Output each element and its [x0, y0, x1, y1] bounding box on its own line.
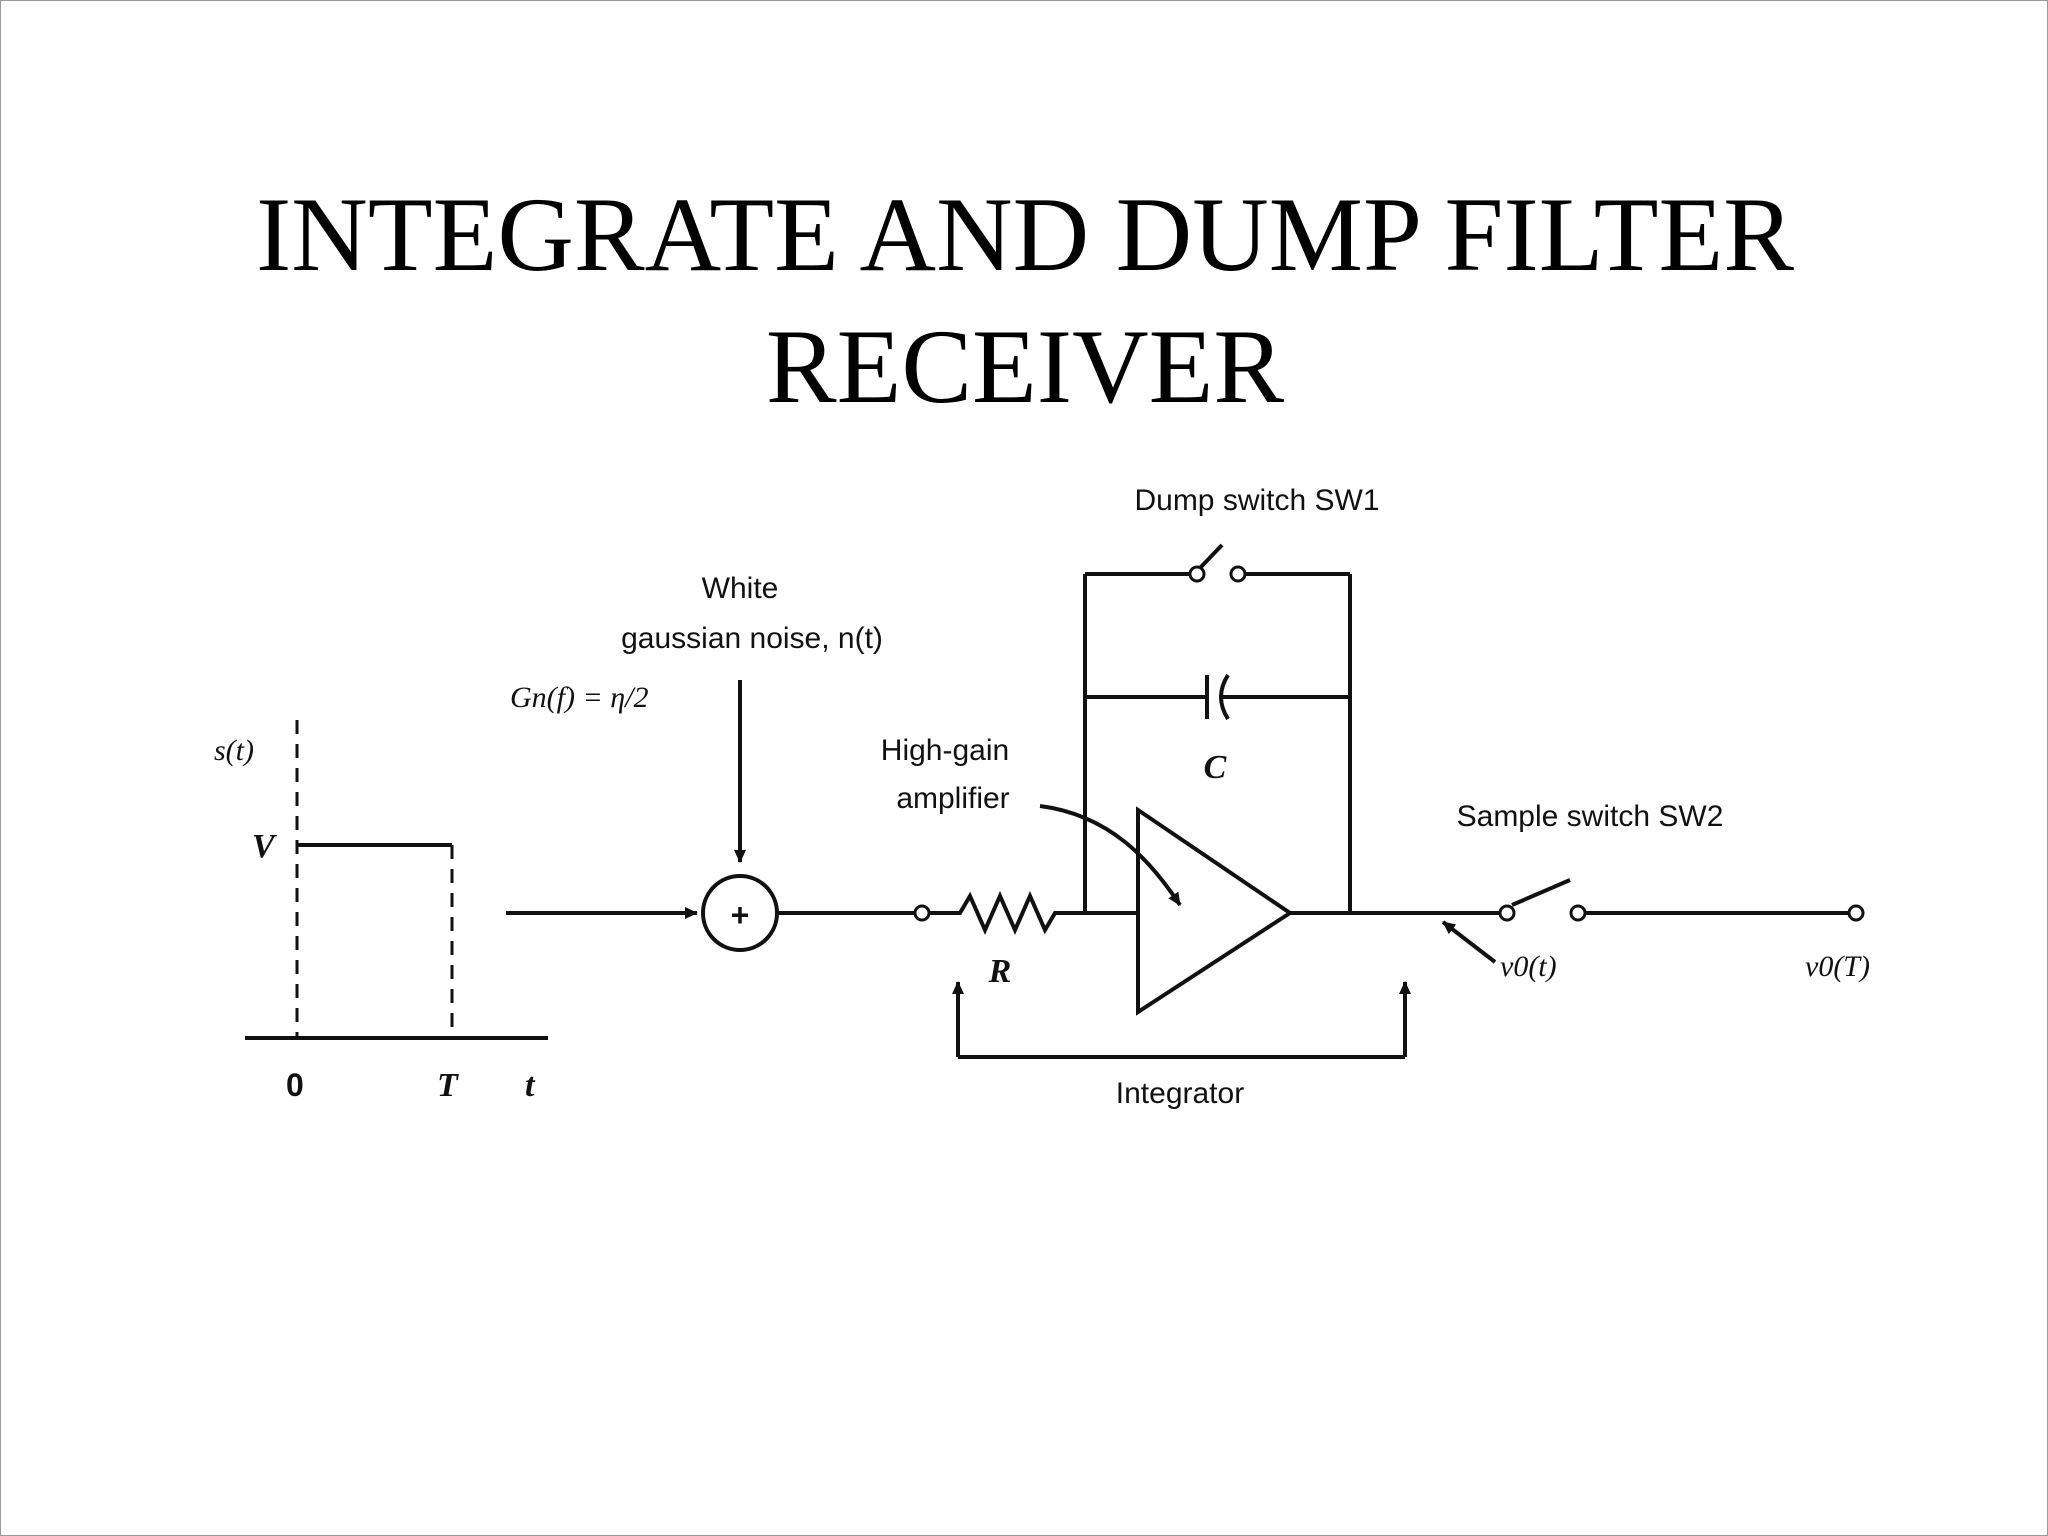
period-label: T: [437, 1067, 459, 1104]
vo-t-pointer-arrow: [1441, 920, 1497, 964]
dump-switch: Dump switch SW1: [1085, 484, 1380, 583]
input-pulse-graph: s(t) V 0 T t: [214, 720, 548, 1104]
dump-switch-label: Dump switch SW1: [1134, 484, 1379, 517]
noise-label-line2: gaussian noise, n(t): [621, 622, 883, 655]
dump-terminal-left: [1188, 565, 1206, 583]
output-terminal: [1847, 904, 1865, 922]
signal-level-label: V: [252, 828, 277, 865]
origin-label: 0: [286, 1067, 304, 1103]
title-line-1: INTEGRATE AND DUMP FILTER: [255, 176, 1795, 293]
sample-switch-blade: [1511, 878, 1571, 907]
integrator-bracket: Integrator: [952, 981, 1411, 1110]
output-vT-label: v0(T): [1805, 950, 1870, 983]
sample-switch-label: Sample switch SW2: [1457, 800, 1724, 833]
dump-terminal-right: [1229, 565, 1247, 583]
slide-title: INTEGRATE AND DUMP FILTER RECEIVER: [1, 169, 2048, 433]
capacitor-label: C: [1204, 749, 1227, 786]
amplifier-label-line2: amplifier: [896, 782, 1009, 815]
capacitor-branch: C: [1085, 673, 1350, 786]
signal-axis-label: s(t): [214, 734, 254, 767]
sample-terminal-left: [1498, 904, 1516, 922]
cap-plate-right: [1219, 673, 1230, 721]
output-vt-label: v0(t): [1500, 950, 1557, 983]
resistor: R: [929, 891, 1085, 990]
amplifier-triangle: [1136, 806, 1294, 1016]
amplifier-label-line1: High-gain: [881, 734, 1009, 767]
noise-source: White gaussian noise, n(t) Gn(f) = η/2: [510, 572, 883, 863]
title-line-2: RECEIVER: [765, 308, 1285, 425]
noise-psd-label: Gn(f) = η/2: [510, 681, 648, 714]
noise-label-line1: White: [702, 572, 779, 605]
dump-switch-blade: [1198, 543, 1224, 570]
resistor-zigzag: [929, 891, 1085, 935]
sample-terminal-right: [1569, 904, 1587, 922]
resistor-label: R: [988, 953, 1012, 990]
integrator-label: Integrator: [1116, 1077, 1244, 1110]
high-gain-amplifier: High-gain amplifier: [881, 734, 1294, 1016]
summing-junction: +: [701, 874, 779, 952]
adder-plus-sign: +: [731, 897, 750, 933]
time-label: t: [525, 1067, 536, 1104]
resistor-input-terminal: [913, 904, 931, 922]
sample-switch: Sample switch SW2: [1457, 800, 1865, 922]
amplifier-pointer-arrow: [1039, 804, 1182, 907]
